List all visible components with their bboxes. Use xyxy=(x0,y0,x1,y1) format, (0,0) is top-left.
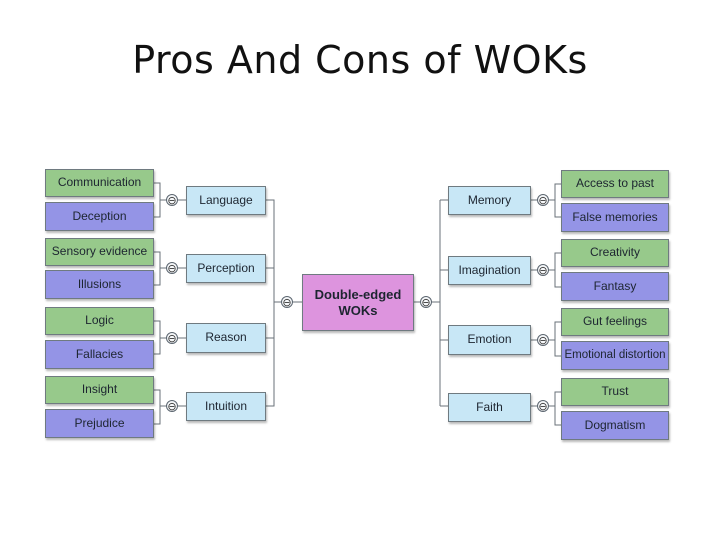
right-con-memory: False memories xyxy=(561,203,669,232)
left-pro-perception: Sensory evidence xyxy=(45,238,154,266)
center-node: Double-edged WOKs xyxy=(302,274,414,331)
left-con-reason: Fallacies xyxy=(45,340,154,369)
left-con-intuition: Prejudice xyxy=(45,409,154,438)
way-imagination: Imagination xyxy=(448,256,531,285)
right-con-faith: Dogmatism xyxy=(561,411,669,440)
center-node-line2: WOKs xyxy=(338,302,378,318)
collapse-toggle-emotion[interactable]: ⊖ xyxy=(537,333,549,347)
way-intuition: Intuition xyxy=(186,392,266,421)
way-memory: Memory xyxy=(448,186,531,215)
collapse-toggle-imagination[interactable]: ⊖ xyxy=(537,263,549,277)
collapse-toggle-reason[interactable]: ⊖ xyxy=(166,331,178,345)
collapse-toggle-perception[interactable]: ⊖ xyxy=(166,261,178,275)
way-emotion: Emotion xyxy=(448,325,531,355)
right-pro-faith: Trust xyxy=(561,378,669,406)
collapse-toggle-intuition[interactable]: ⊖ xyxy=(166,399,178,413)
right-con-imagination: Fantasy xyxy=(561,272,669,301)
right-pro-imagination: Creativity xyxy=(561,239,669,267)
left-pro-reason: Logic xyxy=(45,307,154,335)
left-pro-intuition: Insight xyxy=(45,376,154,404)
left-con-perception: Illusions xyxy=(45,270,154,299)
slide-title: Pros And Cons of WOKs xyxy=(132,38,588,82)
collapse-toggle-memory[interactable]: ⊖ xyxy=(537,193,549,207)
way-faith: Faith xyxy=(448,393,531,422)
right-pro-emotion: Gut feelings xyxy=(561,308,669,336)
left-pro-language: Communication xyxy=(45,169,154,197)
right-pro-memory: Access to past xyxy=(561,170,669,198)
way-perception: Perception xyxy=(186,254,266,283)
way-language: Language xyxy=(186,186,266,215)
way-reason: Reason xyxy=(186,323,266,353)
collapse-toggle-center-left[interactable]: ⊖ xyxy=(281,295,293,309)
collapse-toggle-faith[interactable]: ⊖ xyxy=(537,399,549,413)
collapse-toggle-language[interactable]: ⊖ xyxy=(166,193,178,207)
collapse-toggle-center-right[interactable]: ⊖ xyxy=(420,295,432,309)
left-con-language: Deception xyxy=(45,202,154,231)
right-con-emotion: Emotional distortion xyxy=(561,341,669,370)
center-node-line1: Double-edged xyxy=(314,286,402,302)
